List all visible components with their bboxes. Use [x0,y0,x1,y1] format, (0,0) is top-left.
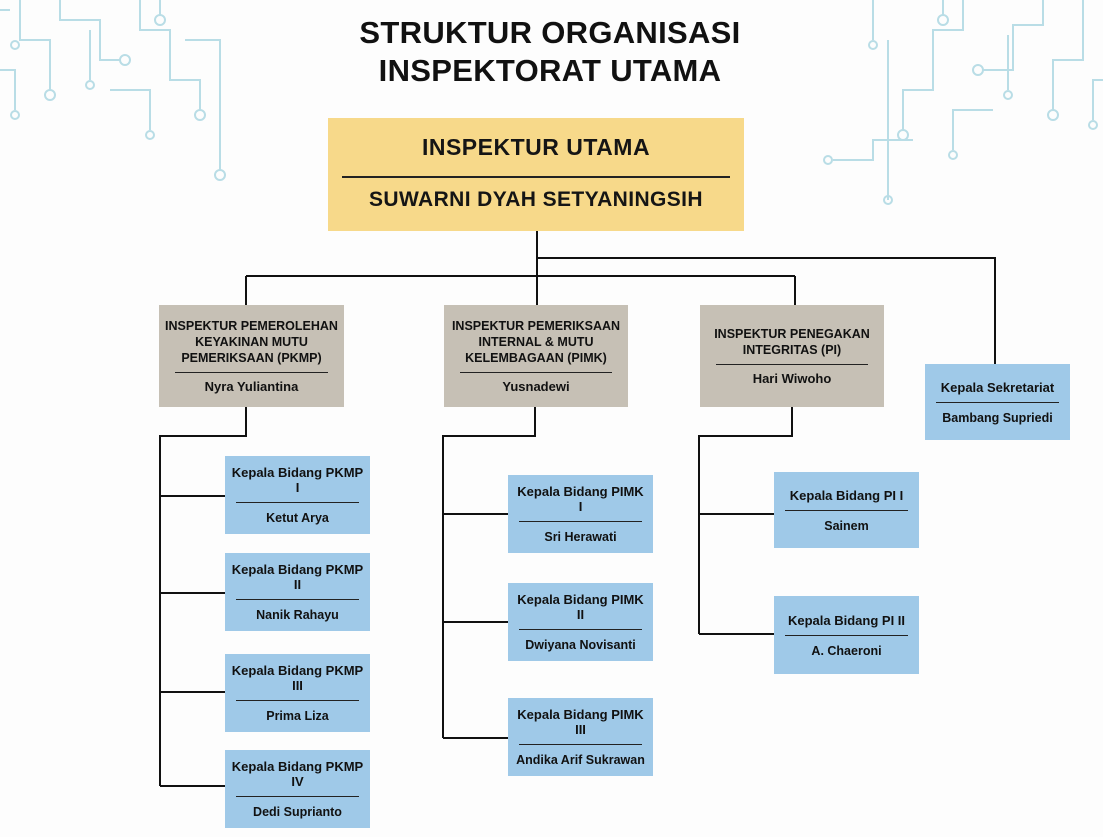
kepala-bidang-pkmp-4-box: Kepala Bidang PKMP IV Dedi Suprianto [225,750,370,828]
divider [236,700,359,701]
divider [785,509,908,511]
kepala-name: Nanik Rahayu [256,608,339,622]
kepala-title: Kepala Bidang PIMK I [517,484,644,514]
inspektur-pimk-box: INSPEKTUR PEMERIKSAAN INTERNAL & MUTU KE… [444,305,628,407]
kepala-title: Kepala Bidang PKMP III [231,663,364,693]
inspektur-name: Nyra Yuliantina [204,379,299,394]
divider [236,502,359,503]
kepala-bidang-pimk-2-box: Kepala Bidang PIMK II Dwiyana Novisanti [508,583,653,661]
kepala-title: Kepala Bidang PKMP IV [231,759,364,789]
inspektur-title: INSPEKTUR PENEGAKAN INTEGRITAS (PI) [714,327,870,357]
divider [236,599,359,600]
kepala-bidang-pi-1-box: Kepala Bidang PI I Sainem [774,472,919,548]
divider [785,634,908,636]
divider [519,744,642,745]
kepala-title: Kepala Bidang PI II [787,612,906,628]
inspektur-name: Hari Wiwoho [752,371,832,386]
inspektur-title: INSPEKTUR PEMEROLEHAN KEYAKINAN MUTU PEM… [165,319,338,365]
kepala-bidang-pi-2-box: Kepala Bidang PI II A. Chaeroni [774,596,919,674]
circuit-decoration-right [823,0,1103,205]
kepala-name: Sainem [824,518,869,533]
kepala-title: Kepala Sekretariat [940,379,1055,395]
divider [519,521,642,522]
divider [716,364,868,365]
kepala-name: Ketut Arya [266,511,329,525]
kepala-title: Kepala Bidang PIMK II [517,592,644,622]
inspektur-pkmp-box: INSPEKTUR PEMEROLEHAN KEYAKINAN MUTU PEM… [159,305,344,407]
kepala-title: Kepala Bidang PKMP II [231,562,364,592]
kepala-bidang-pkmp-2-box: Kepala Bidang PKMP II Nanik Rahayu [225,553,370,631]
inspektur-pi-box: INSPEKTUR PENEGAKAN INTEGRITAS (PI) Hari… [700,305,884,407]
kepala-name: A. Chaeroni [811,643,882,658]
head-role: INSPEKTUR UTAMA [421,134,651,160]
page-title-line-1: STRUKTUR ORGANISASI [359,15,741,50]
circuit-decoration-left [0,0,226,181]
inspektur-title: INSPEKTUR PEMERIKSAAN INTERNAL & MUTU KE… [451,319,621,365]
kepala-sekretariat-box: Kepala Sekretariat Bambang Supriedi [925,364,1070,440]
kepala-name: Sri Herawati [544,530,617,544]
kepala-name: Dedi Suprianto [253,805,342,819]
kepala-name: Dwiyana Novisanti [525,638,636,652]
divider [175,372,328,373]
kepala-title: Kepala Bidang PIMK III [517,707,644,737]
divider [236,796,359,797]
page-title-line-2: INSPEKTORAT UTAMA [378,53,722,88]
divider [342,176,730,178]
divider [936,401,1059,403]
kepala-title: Kepala Bidang PI I [789,487,904,503]
kepala-name: Bambang Supriedi [942,410,1053,425]
kepala-name: Andika Arif Sukrawan [516,753,645,767]
inspektur-utama-box: INSPEKTUR UTAMA SUWARNI DYAH SETYANINGSI… [328,118,744,231]
head-name: SUWARNI DYAH SETYANINGSIH [368,188,703,211]
kepala-bidang-pimk-1-box: Kepala Bidang PIMK I Sri Herawati [508,475,653,553]
kepala-bidang-pkmp-3-box: Kepala Bidang PKMP III Prima Liza [225,654,370,732]
inspektur-name: Yusnadewi [502,379,570,394]
divider [519,629,642,630]
kepala-title: Kepala Bidang PKMP I [231,465,364,495]
kepala-bidang-pimk-3-box: Kepala Bidang PIMK III Andika Arif Sukra… [508,698,653,776]
divider [460,372,612,373]
kepala-name: Prima Liza [266,709,329,723]
kepala-bidang-pkmp-1-box: Kepala Bidang PKMP I Ketut Arya [225,456,370,534]
